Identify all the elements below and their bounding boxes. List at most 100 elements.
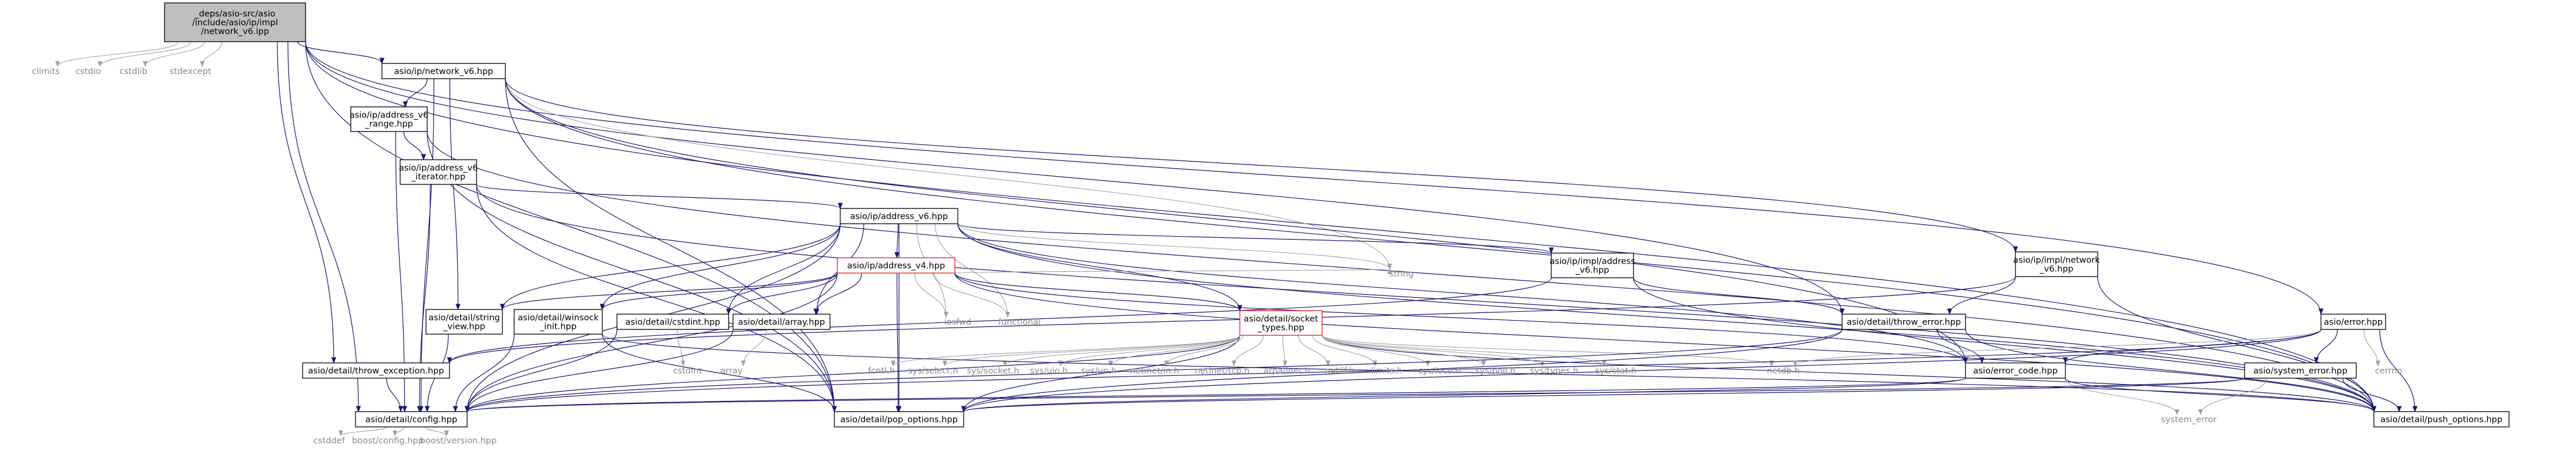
node-box bbox=[1965, 362, 2066, 379]
node-netinet-in-h: netinet/in.h bbox=[1130, 366, 1179, 376]
edge-addr-v6-range-to-addr-v6-iter bbox=[403, 131, 427, 161]
node-impl-net-v6[interactable]: asio/ip/impl/network_v6.hpp bbox=[2013, 251, 2100, 277]
node-label: stdexcept bbox=[169, 67, 212, 76]
node-box bbox=[2320, 314, 2386, 330]
edge-error-code-to-push-options bbox=[2065, 378, 2377, 413]
edge-throw-error-to-push-options bbox=[1965, 329, 2377, 413]
node-addr-v6-iter[interactable]: asio/ip/address_v6_iterator.hpp bbox=[399, 159, 478, 185]
node-root[interactable]: _deps/asio-src/asio/include/asio/ip/impl… bbox=[164, 2, 306, 42]
node-throw-error[interactable]: asio/detail/throw_error.hpp bbox=[1842, 314, 1966, 330]
node-cerrno: cerrno bbox=[2375, 366, 2402, 376]
node-stdexcept: stdexcept bbox=[169, 67, 212, 76]
node-label: cstddef bbox=[313, 436, 346, 446]
node-label: asio/ip/address_v6.hpp bbox=[850, 212, 948, 221]
node-limits-h: limits.h bbox=[1371, 366, 1402, 376]
node-config-hpp[interactable]: asio/detail/config.hpp bbox=[355, 411, 468, 427]
node-label: asio/error_code.hpp bbox=[1973, 366, 2058, 376]
node-pop-options[interactable]: asio/detail/pop_options.hpp bbox=[834, 411, 964, 427]
edge-socket-types-to-sys-socket-h bbox=[1002, 335, 1240, 366]
node-iosfwd: iosfwd bbox=[944, 318, 971, 327]
node-sys-ioctl-h: sys/ioctl.h bbox=[1418, 366, 1461, 376]
edge-root-to-error-hpp bbox=[305, 41, 2324, 315]
node-label: limits.h bbox=[1371, 366, 1402, 376]
edge-addr-v6-to-cstdint-hpp bbox=[726, 223, 841, 315]
node-label: asio/ip/address_v6 bbox=[350, 111, 428, 120]
node-label: asio/ip/address_v6 bbox=[399, 164, 478, 173]
node-box bbox=[381, 63, 506, 79]
node-label: asio/error.hpp bbox=[2324, 318, 2383, 327]
node-winsock-init[interactable]: asio/detail/winsock_init.hpp bbox=[514, 309, 603, 335]
node-label: sys/types.h bbox=[1530, 366, 1578, 376]
edge-winsock-init-to-pop-options bbox=[602, 334, 837, 413]
node-label: netinet/tcp.h bbox=[1195, 366, 1249, 376]
node-array-hpp[interactable]: asio/detail/array.hpp bbox=[732, 314, 831, 330]
node-box bbox=[514, 309, 603, 335]
edge-socket-types-to-push-options bbox=[1321, 335, 2377, 413]
node-label: /include/asio/ip/impl bbox=[192, 18, 278, 28]
node-sys-select-h: sys/select.h bbox=[908, 366, 958, 376]
edge-addr-v6-to-push-options bbox=[957, 223, 2377, 413]
edge-config-hpp-to-boost-version bbox=[425, 426, 449, 436]
node-label: cstdint bbox=[673, 366, 702, 376]
node-label: sys/un.h bbox=[1081, 366, 1117, 376]
edge-cstdint-hpp-to-cstdint bbox=[676, 329, 686, 366]
edge-impl-addr-v6-to-throw-exception bbox=[447, 277, 1552, 364]
node-label: sys/stat.h bbox=[1595, 366, 1636, 376]
node-throw-exception[interactable]: asio/detail/throw_exception.hpp bbox=[302, 362, 450, 379]
node-box bbox=[2373, 411, 2510, 427]
node-label: asio/ip/address_v4.hpp bbox=[847, 261, 945, 271]
node-label: _range.hpp bbox=[364, 120, 413, 129]
node-error-code[interactable]: asio/error_code.hpp bbox=[1965, 362, 2066, 379]
node-label: asio/detail/string bbox=[428, 314, 500, 323]
edge-socket-types-to-net-if-h bbox=[1298, 335, 1330, 366]
edge-root-to-throw-error bbox=[305, 41, 1845, 315]
node-label: asio/detail/throw_error.hpp bbox=[1847, 318, 1961, 327]
node-label: net/if.h bbox=[1325, 366, 1355, 376]
node-label: asio/detail/throw_exception.hpp bbox=[308, 366, 444, 376]
edge-socket-types-to-arpa-inet-h bbox=[1282, 335, 1287, 366]
node-error-hpp[interactable]: asio/error.hpp bbox=[2320, 314, 2386, 330]
node-label: sys/poll.h bbox=[1475, 366, 1516, 376]
node-box bbox=[2244, 362, 2357, 379]
node-label: asio/system_error.hpp bbox=[2253, 366, 2347, 376]
node-functional: functional bbox=[998, 318, 1041, 327]
node-label: sys/uio.h bbox=[1030, 366, 1068, 376]
node-label: asio/ip/impl/address bbox=[1549, 257, 1635, 267]
edge-system-error-hpp-to-system-error bbox=[2198, 378, 2268, 415]
node-cstdint: cstdint bbox=[673, 366, 702, 376]
node-cstdint-hpp[interactable]: asio/detail/cstdint.hpp bbox=[616, 314, 729, 330]
node-socket-types[interactable]: asio/detail/socket_types.hpp bbox=[1239, 310, 1323, 336]
node-impl-addr-v6[interactable]: asio/ip/impl/address_v6.hpp bbox=[1549, 252, 1635, 278]
edge-socket-types-to-netinet-in-h bbox=[1164, 335, 1244, 366]
node-label: asio/detail/push_options.hpp bbox=[2380, 415, 2503, 425]
edge-socket-types-to-config-hpp bbox=[464, 335, 1240, 413]
node-label: cstdio bbox=[75, 67, 100, 76]
edge-network-v6-hpp-to-config-hpp bbox=[418, 78, 435, 413]
node-label: string bbox=[1389, 270, 1414, 279]
edge-socket-types-to-netinet-tcp-h bbox=[1232, 335, 1264, 366]
node-label: system_error bbox=[2161, 415, 2217, 425]
edge-socket-types-to-limits-h bbox=[1312, 335, 1377, 366]
node-addr-v6[interactable]: asio/ip/address_v6.hpp bbox=[840, 208, 958, 224]
node-cstdio: cstdio bbox=[75, 67, 100, 76]
edge-network-v6-hpp-to-impl-net-v6 bbox=[505, 78, 2018, 253]
node-sys-un-h: sys/un.h bbox=[1081, 366, 1117, 376]
node-network-v6-hpp[interactable]: asio/ip/network_v6.hpp bbox=[381, 63, 506, 79]
node-box bbox=[355, 411, 468, 427]
edge-root-to-network-v6-hpp bbox=[297, 41, 385, 65]
node-push-options[interactable]: asio/detail/push_options.hpp bbox=[2373, 411, 2510, 427]
node-sys-stat-h: sys/stat.h bbox=[1595, 366, 1636, 376]
node-label: functional bbox=[998, 318, 1041, 327]
node-label: _init.hpp bbox=[539, 322, 576, 332]
node-string: string bbox=[1389, 270, 1414, 279]
node-net-if-h: net/if.h bbox=[1325, 366, 1355, 376]
node-system-error-hpp[interactable]: asio/system_error.hpp bbox=[2244, 362, 2357, 379]
edge-winsock-init-to-push-options bbox=[602, 334, 2376, 413]
node-addr-v4[interactable]: asio/ip/address_v4.hpp bbox=[837, 257, 955, 274]
node-string-view[interactable]: asio/detail/string_view.hpp bbox=[425, 309, 503, 335]
node-addr-v6-range[interactable]: asio/ip/address_v6_range.hpp bbox=[350, 106, 428, 132]
edge-addr-v4-to-socket-types bbox=[954, 272, 1243, 312]
node-system-error: system_error bbox=[2161, 415, 2217, 425]
edge-addr-v6-to-winsock-init bbox=[599, 223, 841, 311]
edge-addr-v4-to-push-options bbox=[954, 272, 2377, 413]
